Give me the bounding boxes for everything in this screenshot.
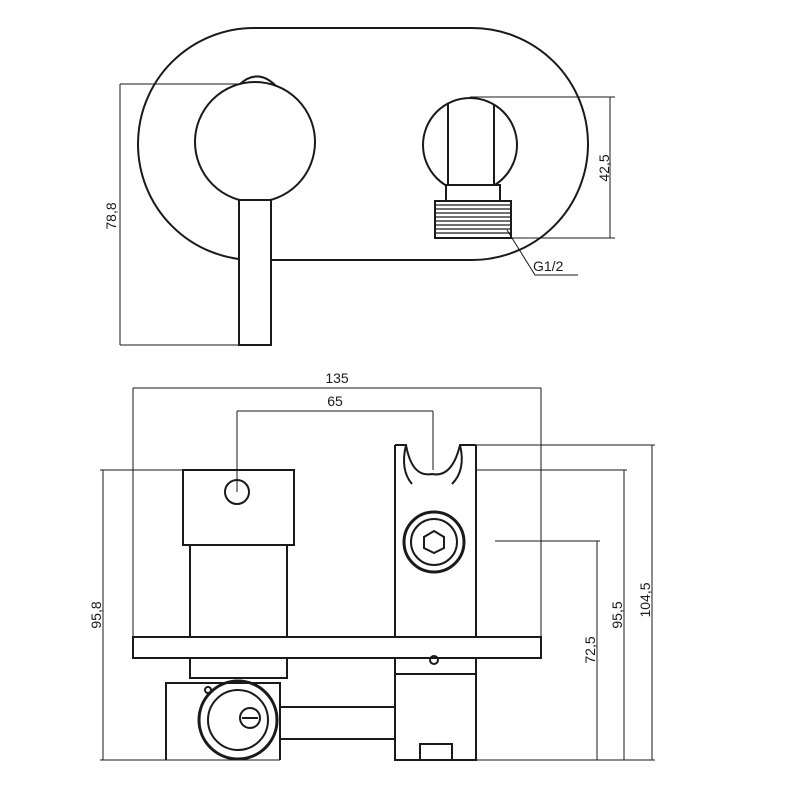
cartridge-outer	[197, 679, 279, 761]
holder-bracket	[394, 444, 477, 637]
cartridge-hub	[239, 707, 261, 729]
lower-body-right	[394, 657, 477, 675]
dim-top-height: 78,8	[103, 83, 255, 346]
dim-overall-width: 135	[132, 370, 542, 640]
small-dot	[204, 686, 212, 694]
cartridge-inner	[207, 689, 269, 751]
dim-label-42-5: 42,5	[596, 154, 612, 181]
cover-plate	[137, 27, 589, 261]
hose-outlet	[422, 97, 518, 239]
handle-lever	[238, 199, 272, 346]
outlet-foot	[419, 743, 453, 761]
knob-top-pin	[239, 75, 277, 87]
dim-right-heights: 72,5 95,5 104,5	[476, 444, 655, 761]
outlet-body	[394, 673, 477, 761]
dim-label-95-8: 95,8	[88, 601, 104, 628]
dim-center-distance: 65	[236, 393, 434, 492]
front-view: 78,8 42,5 G1/2	[103, 27, 615, 346]
holder-slot	[403, 444, 463, 485]
dim-label-135: 135	[325, 370, 349, 386]
small-pin	[429, 655, 439, 665]
thread-hatch	[434, 200, 512, 239]
dim-outlet-height: 42,5	[470, 96, 615, 239]
nut-inner	[410, 518, 458, 566]
thread-label: G1/2	[533, 258, 564, 274]
flange-plate	[132, 636, 542, 659]
valve-head	[182, 469, 295, 546]
thread-callout: G1/2	[506, 229, 578, 276]
handle-knob	[194, 81, 316, 203]
connecting-pipe	[279, 706, 396, 740]
nut-outer	[402, 510, 466, 574]
dim-label-78-8: 78,8	[103, 202, 119, 229]
dim-label-95-5: 95,5	[609, 601, 625, 628]
side-view: 135 65	[88, 370, 655, 761]
valve-body	[189, 544, 288, 638]
dim-left-height: 95,8	[88, 469, 280, 761]
hex-socket	[423, 529, 445, 555]
dim-label-65: 65	[327, 393, 343, 409]
valve-hole	[224, 479, 250, 505]
lower-body-left	[189, 657, 288, 679]
dim-label-72-5: 72,5	[582, 636, 598, 663]
dim-label-104-5: 104,5	[637, 582, 653, 617]
